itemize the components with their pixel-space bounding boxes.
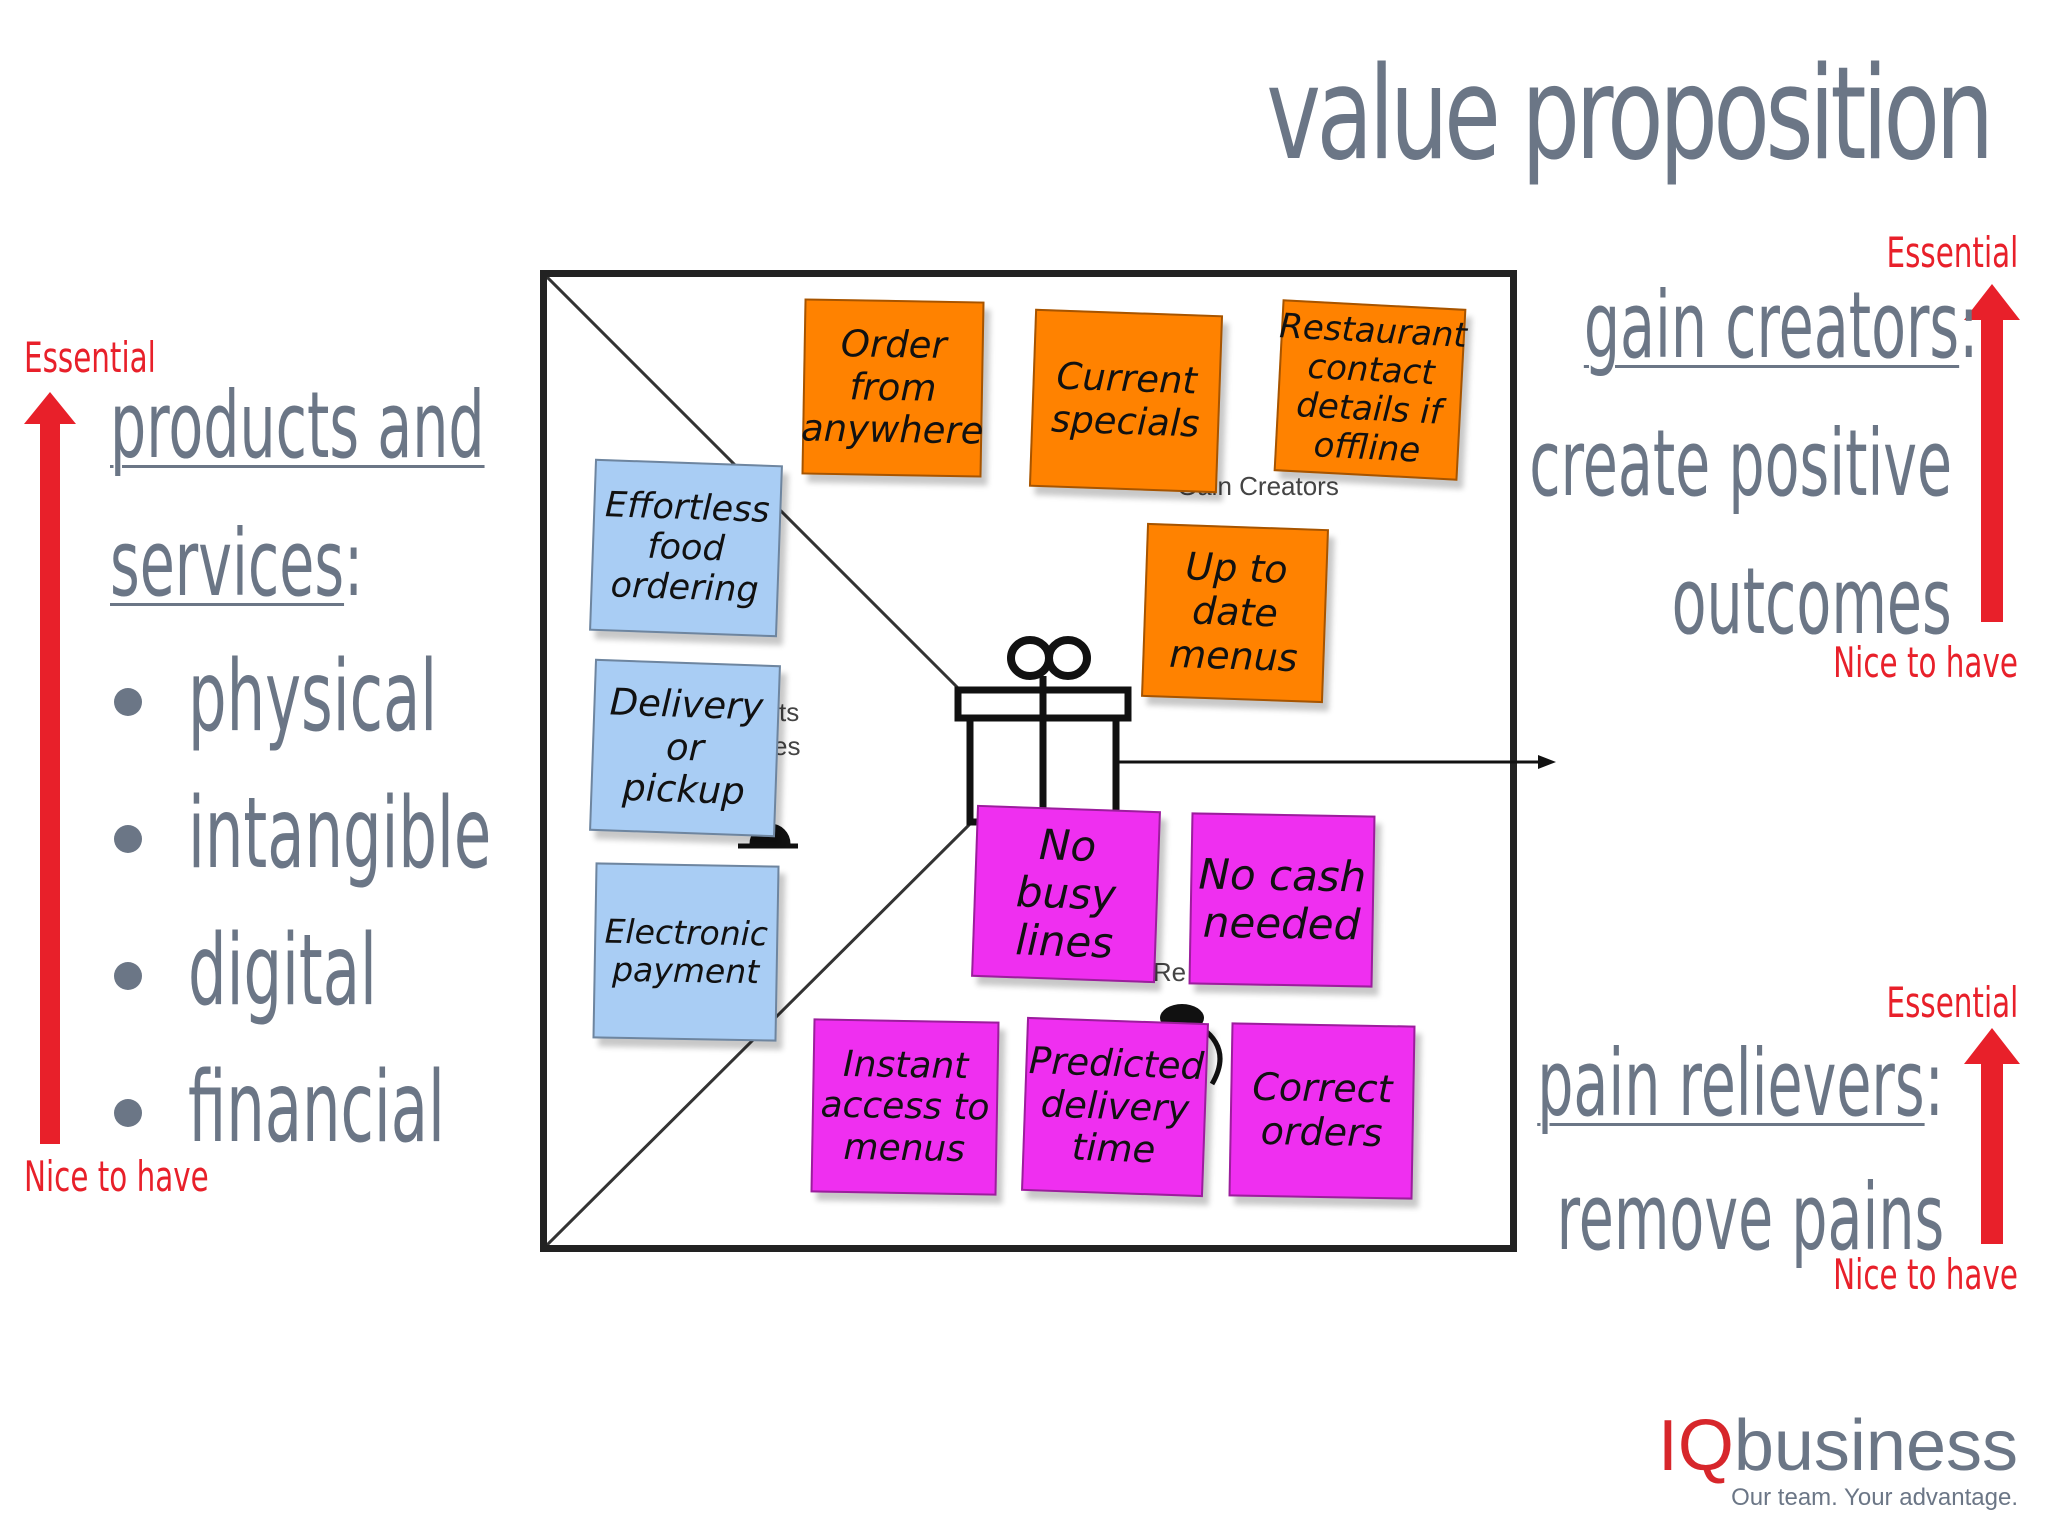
slide-title: value proposition: [1266, 40, 1995, 189]
note-order-from-anywhere: Order from anywhere: [801, 298, 985, 478]
pain-relievers-title: pain relievers: [1537, 1030, 1925, 1137]
note-delivery-or-pickup: Delivery or pickup: [589, 658, 781, 838]
logo-iq: IQ: [1657, 1406, 1734, 1486]
products-heading-line2: services:: [110, 510, 363, 617]
gain-creators-colon: :: [1958, 272, 1978, 379]
pain-essential-label: Essential: [1886, 978, 2018, 1027]
gain-scale-arrow: [1964, 284, 2020, 622]
gain-essential-label: Essential: [1886, 228, 2018, 277]
bullet-dot: [114, 825, 142, 853]
note-restaurant-contact: Restaurant contact details if offline: [1273, 299, 1468, 481]
products-heading-line1: products and: [110, 372, 485, 479]
bullet-digital: digital: [188, 914, 377, 1028]
bullet-dot: [114, 1099, 142, 1127]
gain-line1: create positive: [1529, 410, 1952, 517]
left-nice-label: Nice to have: [24, 1152, 209, 1201]
pain-scale-arrow: [1964, 1028, 2020, 1244]
bullet-physical: physical: [188, 640, 438, 754]
note-no-busy-lines: No busy lines: [971, 804, 1161, 984]
logo-tagline: Our team. Your advantage.: [1731, 1484, 2018, 1511]
note-predicted-delivery: Predicted delivery time: [1021, 1016, 1209, 1198]
bullet-intangible: intangible: [188, 777, 492, 891]
company-logo: IQbusiness Our team. Your advantage.: [1658, 1410, 2018, 1512]
canvas-arrow: [1118, 755, 1556, 769]
gain-nice-label: Nice to have: [1833, 638, 2018, 687]
note-current-specials: Current specials: [1028, 308, 1224, 494]
products-heading-services: services: [110, 510, 345, 617]
gain-line2: outcomes: [1671, 548, 1952, 655]
gift-icon: [954, 636, 1132, 826]
left-essential-label: Essential: [24, 333, 156, 382]
pain-nice-label: Nice to have: [1833, 1250, 2018, 1299]
bullet-dot: [114, 962, 142, 990]
bullet-dot: [114, 688, 142, 716]
note-instant-access: Instant access to menus: [810, 1018, 1000, 1196]
gain-creators-heading: gain creators:: [1583, 272, 1978, 379]
gain-creators-title: gain creators: [1583, 272, 1959, 379]
note-effortless-ordering: Effortless food ordering: [589, 458, 783, 638]
pain-relievers-colon: :: [1924, 1030, 1944, 1137]
note-electronic-payment: Electronic payment: [592, 862, 780, 1042]
note-no-cash-needed: No cash needed: [1188, 812, 1376, 988]
left-scale-arrow: [24, 392, 76, 1144]
note-correct-orders: Correct orders: [1228, 1022, 1416, 1200]
pain-line1: remove pains: [1556, 1164, 1944, 1271]
pain-relievers-heading: pain relievers:: [1537, 1030, 1944, 1137]
bg-products-label-a: ts: [779, 697, 800, 727]
logo-business: business: [1733, 1406, 2018, 1486]
products-heading-colon: :: [344, 510, 364, 617]
bullet-financial: financial: [188, 1051, 445, 1165]
note-up-to-date-menus: Up to date menus: [1141, 522, 1329, 704]
